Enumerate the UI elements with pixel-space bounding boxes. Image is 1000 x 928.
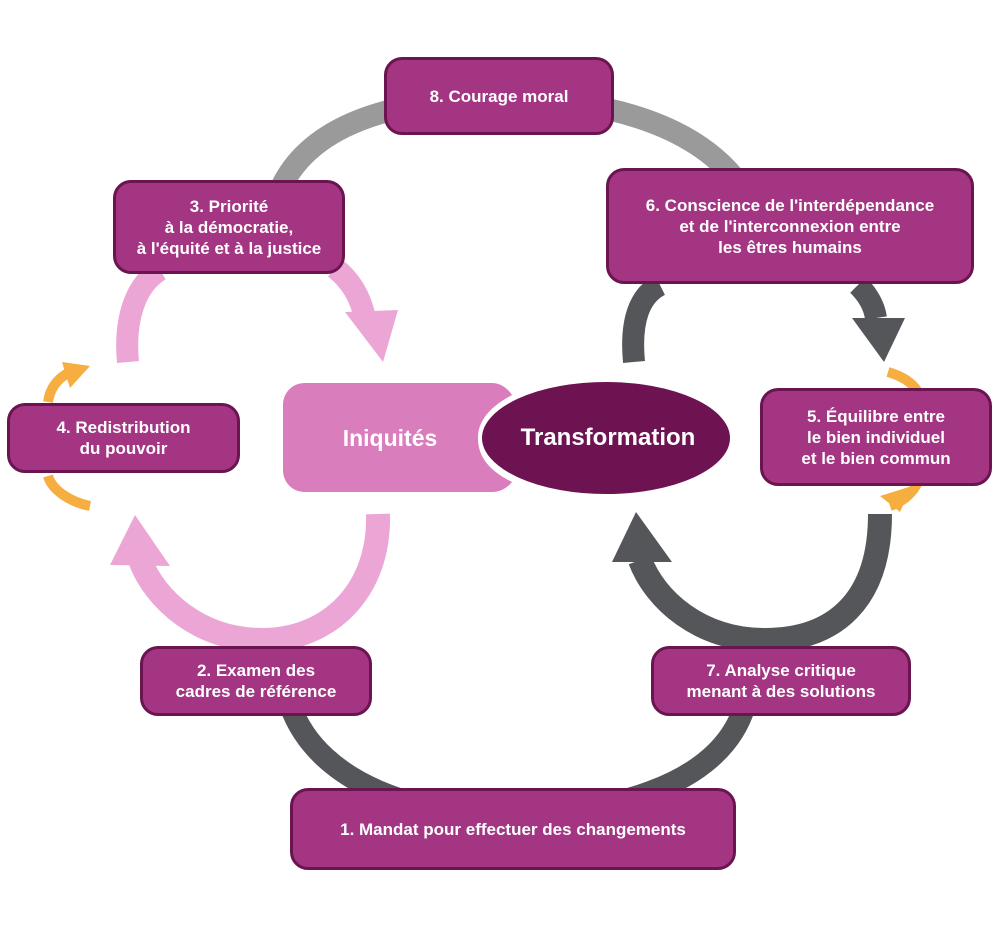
- connector-dark-top: [622, 275, 666, 364]
- node-2-examen: 2. Examen des cadres de référence: [140, 646, 372, 716]
- transformation-label: Transformation: [520, 424, 696, 451]
- node-4-text: 4. Redistribution du pouvoir: [56, 418, 191, 458]
- connector-pink-bottom: [128, 513, 391, 653]
- iniquites-shape: [283, 383, 512, 492]
- transformation-shape: [478, 378, 734, 498]
- node-4-redistribution: 4. Redistribution du pouvoir: [7, 403, 240, 473]
- node-7-analyse: 7. Analyse critique menant à des solutio…: [651, 646, 911, 716]
- arrowhead-pink-4: [110, 515, 170, 566]
- node-6-text: 6. Conscience de l'interdépendance et de…: [645, 195, 935, 257]
- arrowhead-dark-center: [612, 512, 672, 562]
- node-7-text: 7. Analyse critique menant à des solutio…: [686, 661, 876, 701]
- arrowhead-pink-center: [345, 310, 398, 362]
- node-8-text: 8. Courage moral: [429, 86, 569, 106]
- arrowhead-dark-5: [852, 318, 905, 362]
- node-3-priorite: 3. Priorité à la démocratie, à l'équité …: [113, 180, 345, 274]
- iniquites-label: Iniquités: [342, 424, 438, 451]
- arrowhead-orange-5: [880, 486, 912, 512]
- node-2-text: 2. Examen des cadres de référence: [175, 661, 337, 701]
- connector-pink-3-to-center: [327, 259, 376, 321]
- node-3-text: 3. Priorité à la démocratie, à l'équité …: [136, 196, 322, 258]
- node-6-conscience: 6. Conscience de l'interdépendance et de…: [606, 168, 974, 284]
- node-5-text: 5. Équilibre entre le bien individuel et…: [801, 406, 951, 468]
- connector-dark-bottom: [628, 513, 892, 653]
- arrowhead-orange-4: [62, 362, 90, 388]
- connector-pink-top: [116, 260, 167, 364]
- node-8-courage-moral: 8. Courage moral: [384, 57, 614, 135]
- node-1-text: 1. Mandat pour effectuer des changements: [340, 819, 686, 839]
- connector-orange-4-bottom: [43, 474, 92, 511]
- connector-dark-6-to-5: [850, 277, 887, 321]
- node-5-equilibre: 5. Équilibre entre le bien individuel et…: [760, 388, 992, 486]
- node-1-mandat: 1. Mandat pour effectuer des changements: [290, 788, 736, 870]
